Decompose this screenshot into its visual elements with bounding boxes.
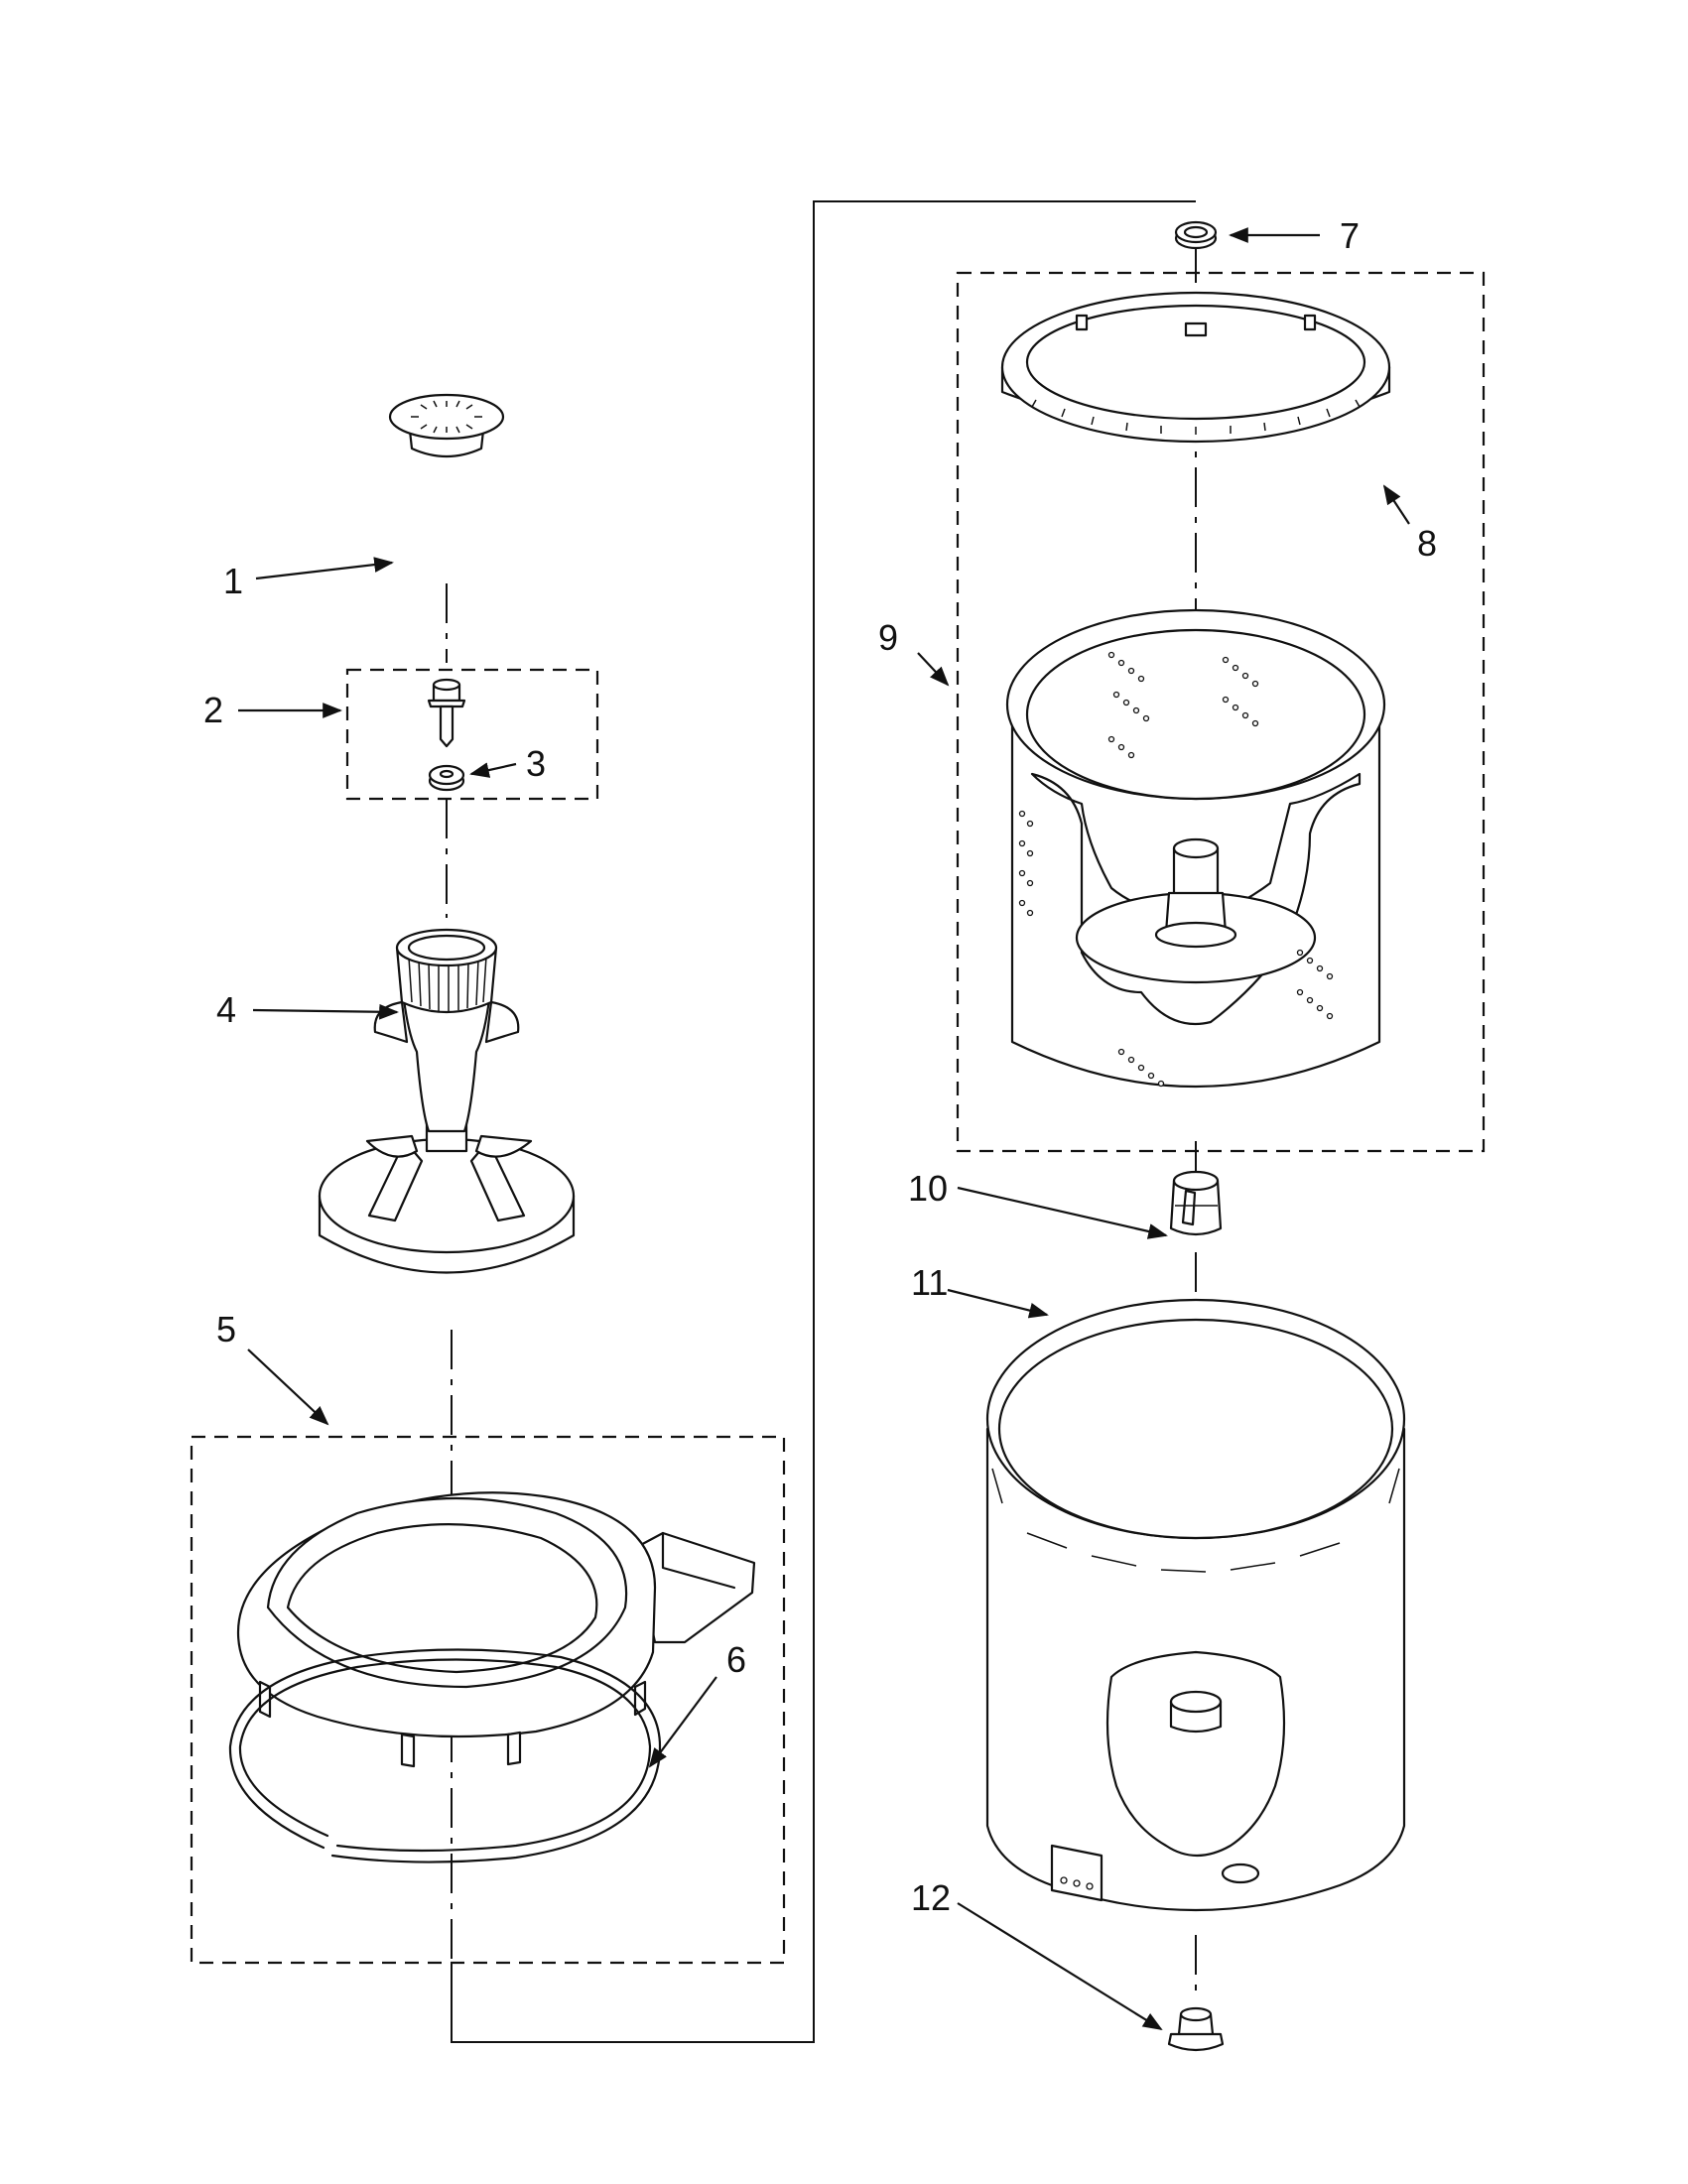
part-7-ring-nut: [1174, 220, 1218, 250]
part-8-balance-ring: [1000, 291, 1391, 444]
callout-9: 9: [878, 617, 898, 658]
callout-1: 1: [223, 561, 243, 601]
part-3-washer: [428, 764, 465, 792]
part-9-wash-basket: [1005, 608, 1386, 1089]
callout-5: 5: [216, 1309, 236, 1349]
part-10-bushing: [1169, 1170, 1223, 1236]
callout-3: 3: [526, 743, 546, 784]
callout-8: 8: [1417, 523, 1437, 564]
group-box-5: [190, 1435, 786, 1965]
group-box-9: [956, 271, 1486, 1153]
callout-11: 11: [911, 1262, 948, 1303]
part-12-plug: [1167, 2006, 1225, 2052]
connector-lines: [451, 200, 1196, 2043]
callout-6: 6: [726, 1639, 746, 1680]
part-6-retaining-ring: [228, 1648, 662, 1863]
basket-perforations: [1018, 651, 1334, 1088]
part-2-bolt: [427, 678, 466, 748]
callout-10: 10: [908, 1168, 948, 1209]
callout-2: 2: [203, 690, 223, 730]
callout-4: 4: [216, 989, 236, 1030]
part-4-agitator: [318, 928, 576, 1274]
part-5-tub-ring: [236, 1491, 756, 1768]
leader-lines: [238, 227, 1410, 2031]
part-1-agitator-cap: [388, 393, 505, 458]
callout-labels: 1 2 3 4 5 6 7 8 9 10 11 12: [203, 215, 1437, 1918]
callout-7: 7: [1340, 215, 1360, 256]
callout-12: 12: [911, 1877, 951, 1918]
part-11-outer-tub: [985, 1298, 1406, 1912]
group-box-2: [345, 668, 599, 801]
